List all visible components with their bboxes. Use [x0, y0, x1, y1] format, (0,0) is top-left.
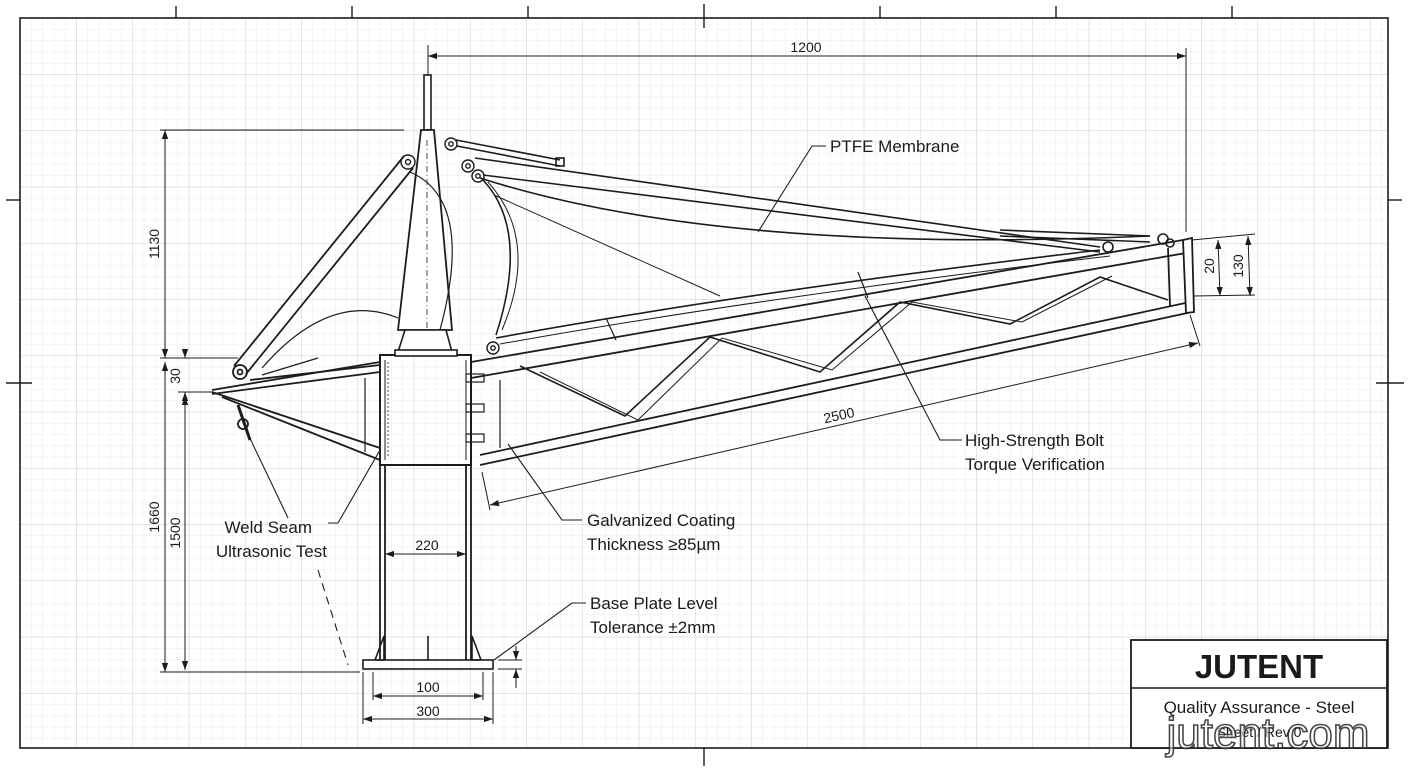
grid-paper: [20, 18, 1388, 748]
dim-column-height: 1500: [167, 517, 183, 548]
callout-bolt-line2: Torque Verification: [965, 455, 1105, 474]
callout-membrane: PTFE Membrane: [830, 137, 959, 156]
title-block: JUTENT Quality Assurance - Steel Sheet /…: [1130, 639, 1388, 749]
ptfe-membrane: [261, 171, 1151, 369]
left-strut: [211, 155, 414, 461]
dim-span-top: 1200: [790, 39, 821, 55]
dim-base-inner: 100: [416, 679, 440, 695]
dim-base-outer: 300: [416, 703, 440, 719]
mast: [394, 74, 458, 357]
steel-column: [379, 354, 472, 660]
dim-tip-large: 130: [1230, 254, 1246, 278]
callout-weld-line1: Weld Seam: [224, 518, 312, 537]
dim-tip-small: 20: [1201, 258, 1217, 274]
callout-coating-line1: Galvanized Coating: [587, 511, 735, 530]
dim-mast-upper: 1130: [146, 229, 162, 259]
dim-boom-length: 2500: [822, 404, 856, 426]
base-plate: [362, 635, 494, 670]
callout-bolt-line1: High-Strength Bolt: [965, 431, 1104, 450]
callout-base-line1: Base Plate Level: [590, 594, 718, 613]
title-brand: JUTENT: [1195, 648, 1323, 685]
callout-base-line2: Tolerance ±2mm: [590, 618, 716, 637]
watermark: jutent.com: [1165, 709, 1370, 758]
leader-lines: [245, 145, 962, 666]
dim-overall-height: 1660: [146, 501, 162, 532]
callout-coating-line2: Thickness ≥85µm: [587, 535, 720, 554]
dimension-labels: 1200 1130 30 1660 1500 220 100 300 2500 …: [146, 39, 1246, 719]
dim-column-width: 220: [415, 537, 439, 553]
title-subtitle: Quality Assurance - Steel: [1164, 698, 1355, 717]
title-sheet-ref: Sheet / Rev 0: [1217, 724, 1302, 740]
border-ticks: [6, 4, 1404, 766]
dimension-lines: [160, 45, 1256, 724]
truss-plates: [465, 271, 869, 443]
callout-weld-line2: Ultrasonic Test: [216, 542, 327, 561]
callouts: PTFE Membrane High-Strength Bolt Torque …: [216, 137, 1105, 637]
dim-mast-offset: 30: [167, 368, 183, 384]
